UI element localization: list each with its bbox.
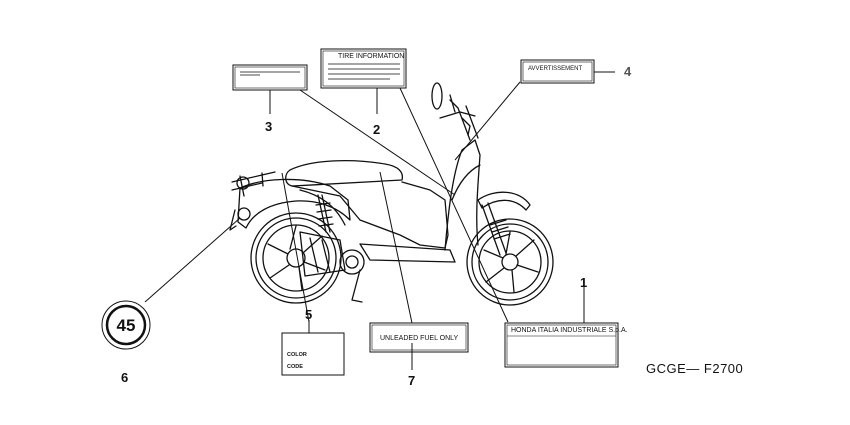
callout-2: 2 [373, 122, 380, 137]
scooter-illustration [229, 82, 554, 306]
front-wheel [466, 218, 554, 306]
tire-information-text: TIRE INFORMATION [338, 53, 404, 60]
label-3-warning [232, 64, 308, 91]
honda-italia-text: HONDA ITALIA INDUSTRIALE S.p.A. [511, 327, 628, 334]
label-4-avvertissement: AVVERTISSEMENT [520, 59, 595, 84]
label-2-tire-information: TIRE INFORMATION [320, 48, 407, 89]
callout-6: 6 [121, 370, 128, 385]
color-text: COLOR [287, 352, 307, 358]
avvertissement-text: AVVERTISSEMENT [528, 66, 582, 72]
speed-limit-text: 45 [117, 316, 136, 335]
callout-4: 4 [624, 64, 632, 79]
callout-5: 5 [305, 307, 312, 322]
label-1-honda-italia: HONDA ITALIA INDUSTRIALE S.p.A. [504, 322, 628, 368]
callout-1: 1 [580, 275, 587, 290]
code-text: CODE [287, 364, 303, 370]
rear-wheel [250, 212, 342, 304]
label-5-color-code: COLOR CODE [281, 332, 345, 376]
callout-7: 7 [408, 373, 415, 388]
label-7-unleaded-fuel: UNLEADED FUEL ONLY [369, 322, 469, 353]
unleaded-fuel-text: UNLEADED FUEL ONLY [380, 335, 459, 342]
leader-lines [144, 71, 615, 370]
diagram-code: GCGE— F2700 [646, 361, 743, 376]
label-6-speed-badge: 45 [101, 300, 151, 350]
callout-3: 3 [265, 119, 272, 134]
